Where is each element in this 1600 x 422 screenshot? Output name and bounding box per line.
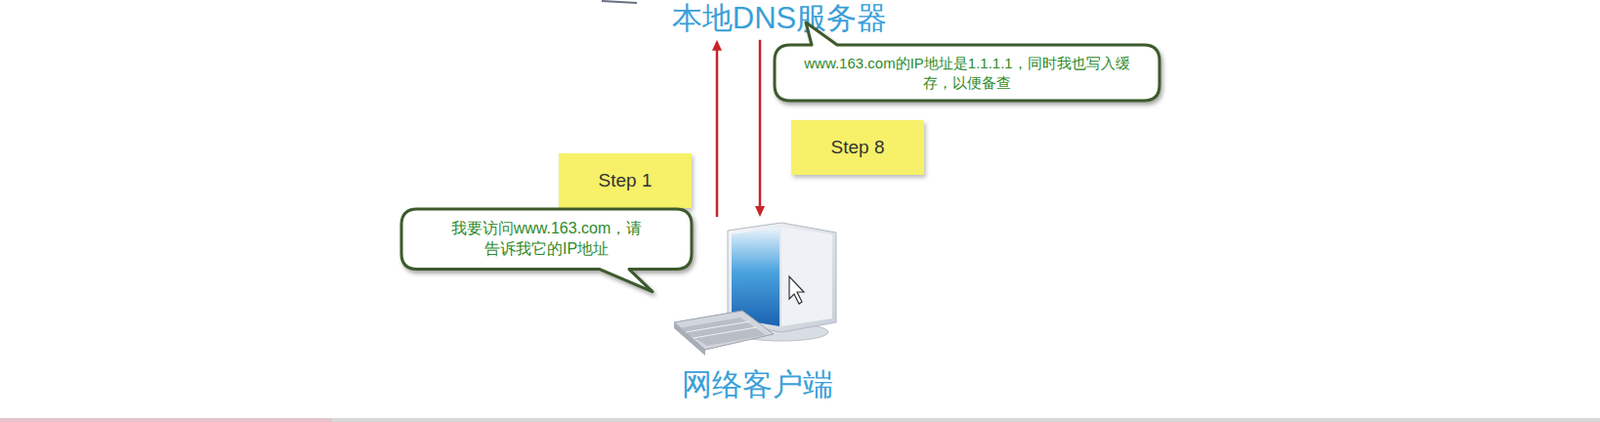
speech-bubble: www.163.com的IP地址是1.1.1.1，同时我也写入缓存，以便备查 xyxy=(772,42,1162,103)
speech-bubble: 我要访问www.163.com，请告诉我它的IP地址 xyxy=(399,207,694,272)
computer-icon xyxy=(673,222,837,356)
bubble-outline xyxy=(399,207,694,272)
bottom-bar xyxy=(0,418,333,422)
node-label: 本地DNS服务器 xyxy=(636,0,923,39)
bubble-outline xyxy=(772,42,1162,103)
bottom-bar xyxy=(0,418,1600,422)
step-tag: Step 8 xyxy=(791,120,925,175)
server-label: 本地DNS服务器 xyxy=(636,0,923,39)
step-label: Step 8 xyxy=(831,136,885,159)
arrow-connector xyxy=(712,40,722,217)
step-tag: Step 1 xyxy=(558,153,692,209)
bubble-text: 我要访问www.163.com，请告诉我它的IP地址 xyxy=(448,218,645,260)
cut-line xyxy=(601,0,637,3)
arrow-connector xyxy=(755,40,765,217)
node-label: 网络客户端 xyxy=(653,366,862,405)
client-label: 网络客户端 xyxy=(653,219,862,405)
step-label: Step 1 xyxy=(598,169,653,192)
bubble-text: www.163.com的IP地址是1.1.1.1，同时我也写入缓存，以便备查 xyxy=(794,53,1140,92)
